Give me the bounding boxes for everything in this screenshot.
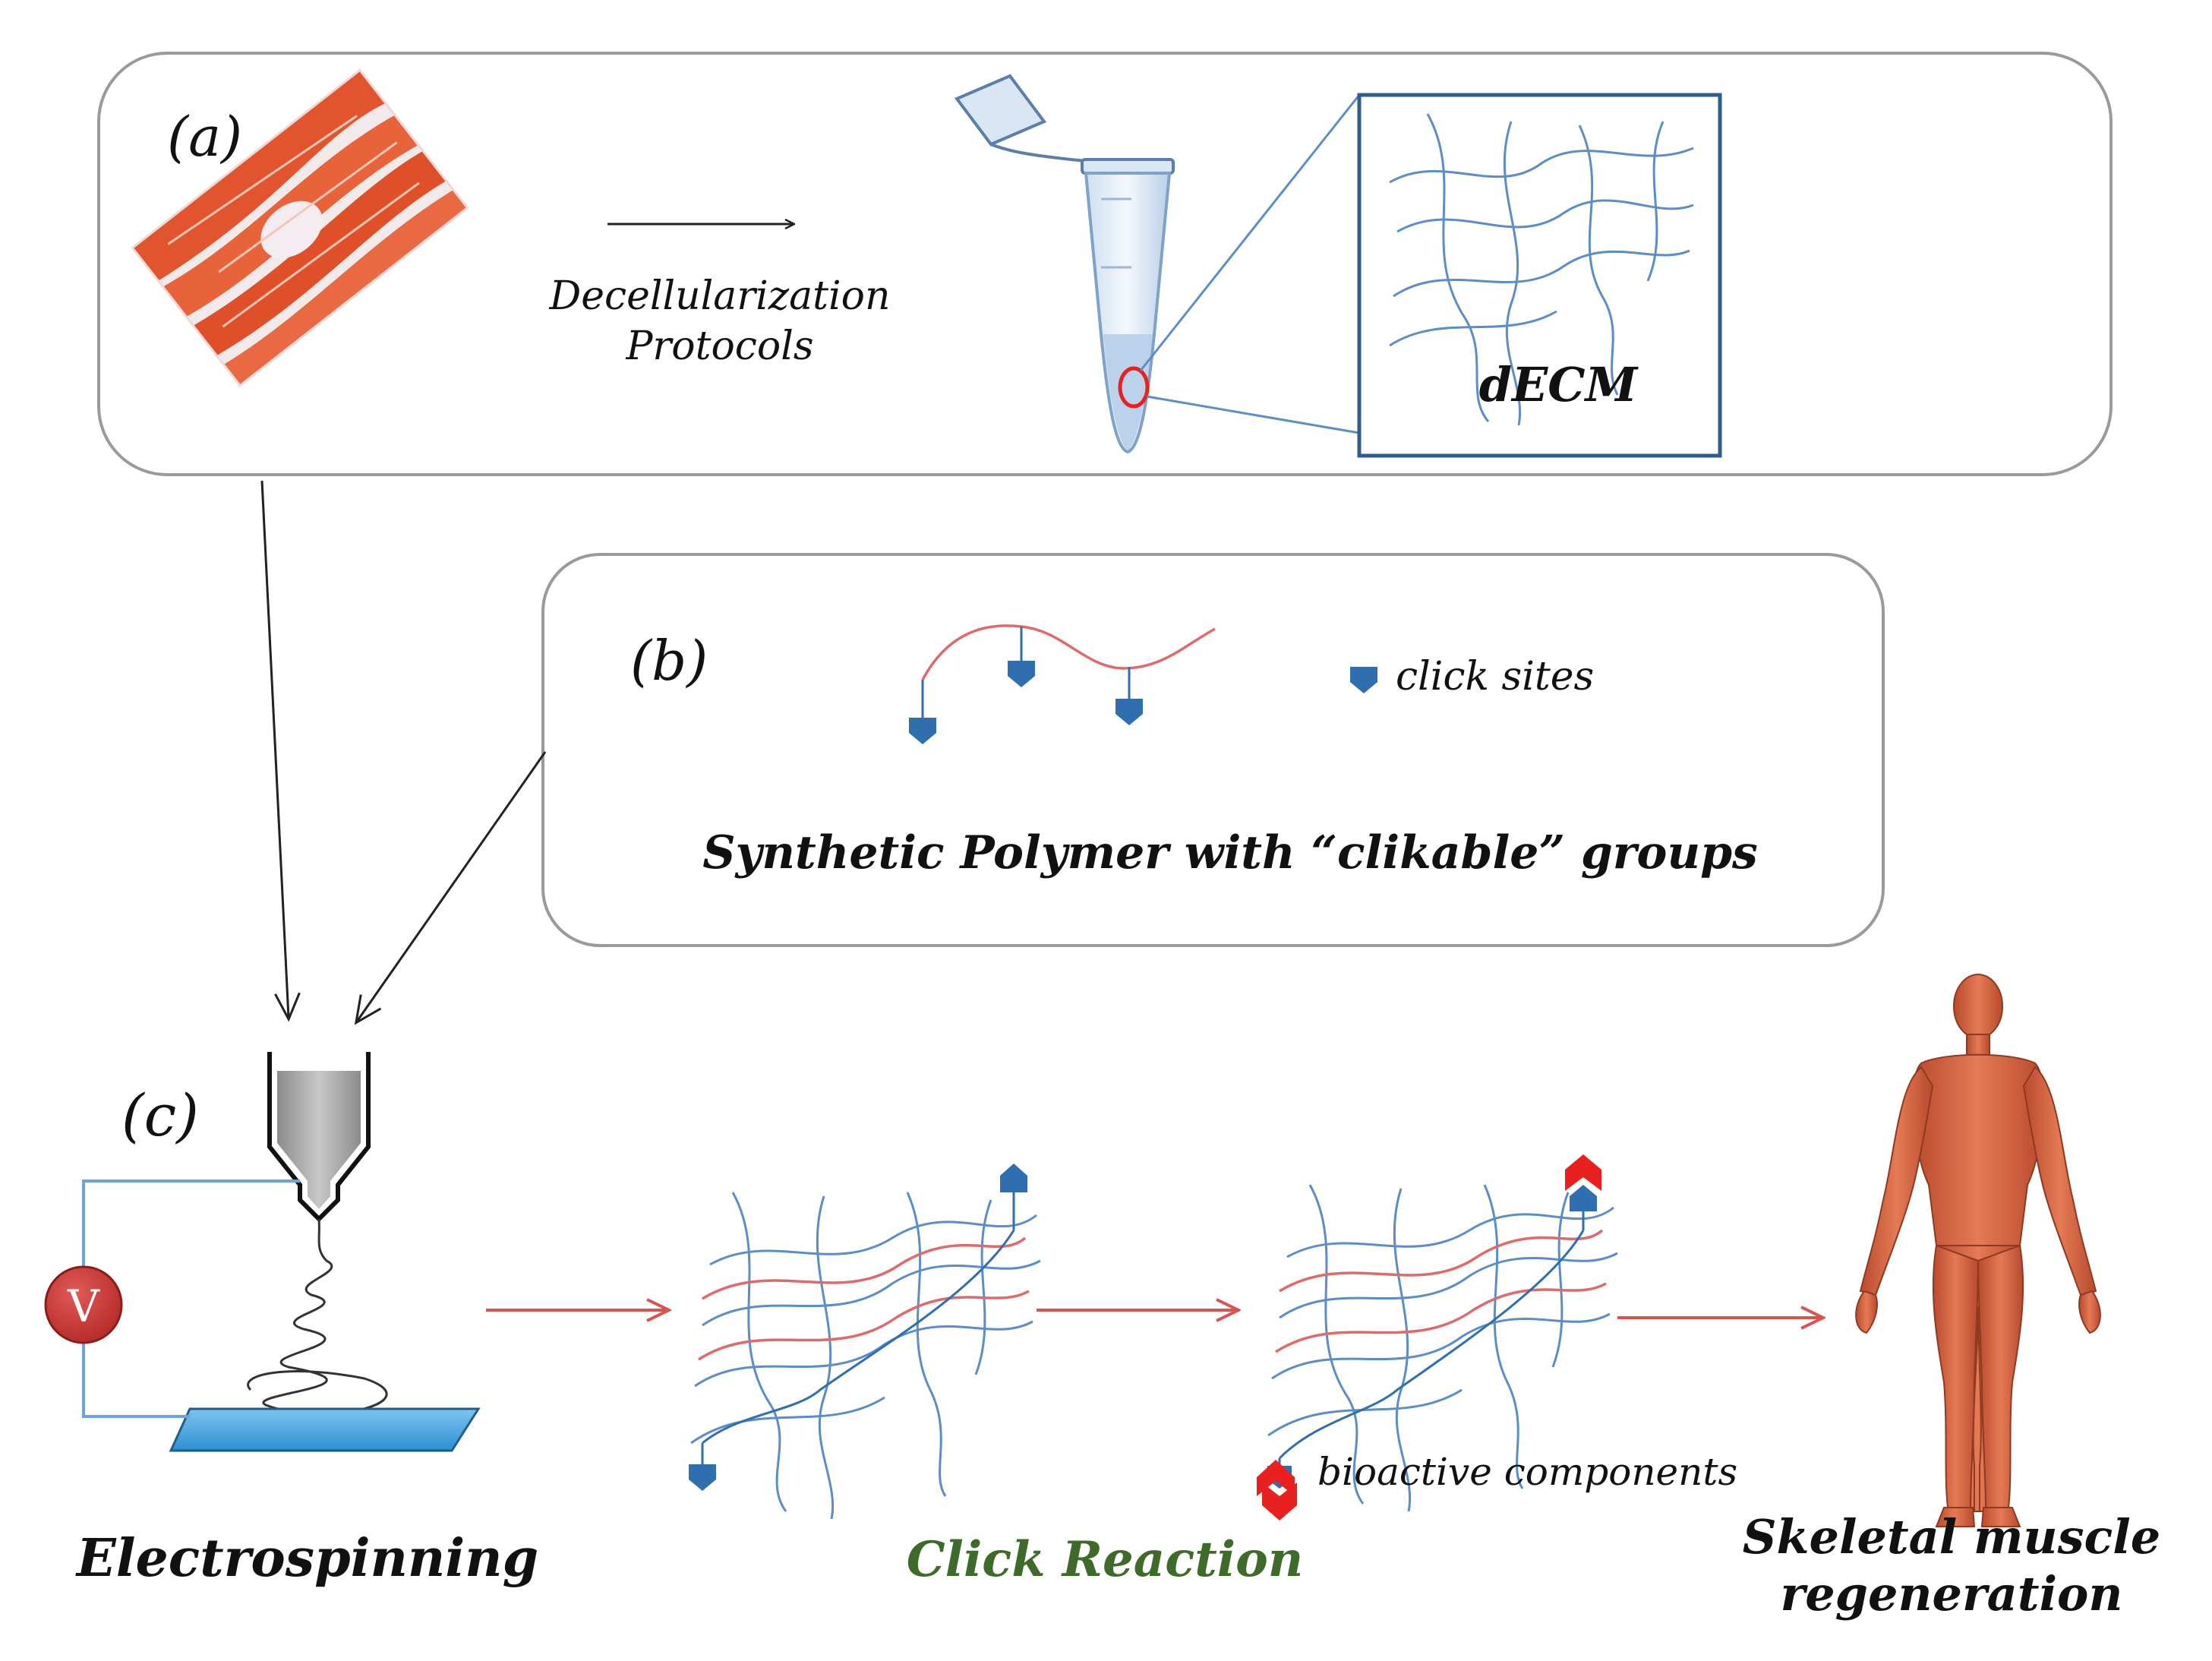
click-site-icon — [1115, 699, 1143, 725]
click-site-legend-icon — [1350, 667, 1377, 693]
panel-b: (b) click sites Synthetic Polymer with “… — [541, 553, 1885, 947]
collector-plate — [169, 1407, 481, 1452]
panel-c: (c) V — [44, 974, 2160, 1622]
step-regeneration-label-line2: regeneration — [1781, 1566, 2123, 1622]
decm-inset: dECM — [1357, 93, 1722, 458]
decellularization-caption-line1: Decellularization — [549, 273, 891, 319]
zoom-line-top — [1139, 94, 1361, 371]
panel-a-label: (a) — [167, 105, 242, 169]
panel-c-label: (c) — [121, 1082, 199, 1149]
click-site-icon — [909, 718, 936, 744]
muscle-tissue-icon — [131, 68, 469, 387]
polymer-chain-icon — [909, 624, 1216, 744]
scaffold-clickable-icon — [689, 1164, 1041, 1520]
panel-b-title: Synthetic Polymer with “clikable” groups — [702, 826, 1758, 879]
click-sites-legend-label: click sites — [1396, 654, 1594, 699]
voltage-source-icon — [44, 1265, 123, 1344]
panel-a: (a) Decellularization Protocols — [97, 52, 2113, 476]
bioactive-legend-icon — [1257, 1460, 1295, 1496]
step-electrospinning-label: Electrospinning — [75, 1528, 538, 1589]
bioactive-legend-label: bioactive components — [1317, 1450, 1737, 1494]
zoom-line-bottom — [1146, 395, 1360, 434]
decm-fiber-network — [1389, 113, 1694, 426]
step-click-reaction-label: Click Reaction — [907, 1531, 1304, 1588]
panel-b-frame — [541, 553, 1885, 947]
fiber-jet-spiral — [247, 1218, 388, 1415]
spinneret-nozzle-icon — [277, 1071, 361, 1209]
voltage-label: V — [67, 1280, 100, 1332]
human-muscle-figure-icon — [1855, 974, 2101, 1527]
decm-label: dECM — [1479, 357, 1639, 412]
bioactive-component-icon — [1565, 1154, 1601, 1191]
electrospinning-setup: V — [44, 1052, 481, 1452]
scaffold-functionalized-icon — [1262, 1154, 1618, 1520]
panel-a-to-c-arrow — [260, 480, 301, 1022]
bioactive-component-icon — [1262, 1483, 1297, 1520]
eppendorf-tube-icon — [954, 74, 1175, 454]
panel-b-label: (b) — [630, 629, 708, 693]
step-regeneration-label-line1: Skeletal muscle — [1743, 1509, 2160, 1565]
sample-highlight-circle — [1118, 366, 1150, 409]
decellularization-caption-line2: Protocols — [625, 324, 813, 369]
click-site-icon — [1008, 661, 1035, 687]
panel-b-to-c-arrow — [354, 751, 547, 1025]
